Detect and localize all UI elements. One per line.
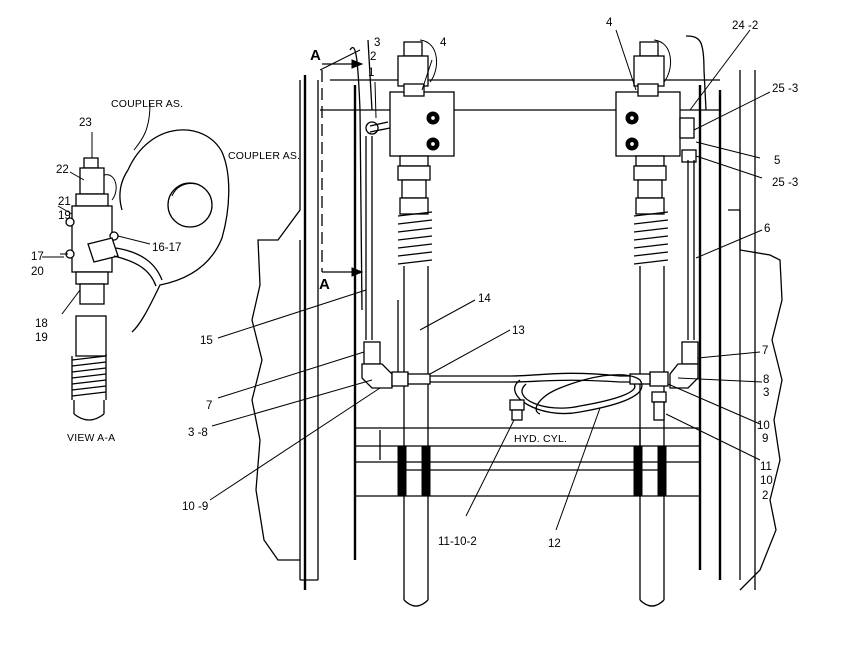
callout-3-right: 3 xyxy=(763,387,769,399)
callout-19b: 19 xyxy=(35,332,48,344)
callout-16-17: 16-17 xyxy=(152,242,181,254)
fitting-7-left xyxy=(363,341,381,365)
elbow-fitting xyxy=(87,237,119,263)
view-title: VIEW A-A xyxy=(67,432,115,444)
callout-25-3-top: 25 -3 xyxy=(772,83,798,95)
valve-nut xyxy=(75,193,109,207)
callout-2-right: 2 xyxy=(762,490,768,502)
callout-15: 15 xyxy=(200,335,213,347)
callout-11: 11 xyxy=(760,461,772,473)
hose-ferrule xyxy=(75,315,107,357)
side-hose xyxy=(115,247,163,281)
callout-20: 20 xyxy=(31,266,44,278)
coupler-outline xyxy=(127,129,230,333)
hose-15 xyxy=(365,136,373,340)
coupler-bore xyxy=(167,182,213,228)
callout-12: 12 xyxy=(548,538,561,550)
right-valve-block xyxy=(615,91,681,157)
hose-12-loop xyxy=(514,374,643,415)
tee-right xyxy=(669,363,699,389)
callout-25-3-bottom: 25 -3 xyxy=(772,177,798,189)
section-mark-top: A xyxy=(310,47,321,64)
view-coupler-label: COUPLER AS. xyxy=(111,98,183,110)
callout-19: 19 xyxy=(58,210,71,222)
main-assembly: A A COUPLER AS. HYD. CYL. 3 2 1 4 4 24 -… xyxy=(182,17,798,607)
callout-2: 2 xyxy=(370,51,376,63)
callout-14: 14 xyxy=(478,293,491,305)
callout-10-right: 10 xyxy=(757,420,770,432)
valve-cap xyxy=(83,157,99,169)
callout-3: 3 xyxy=(374,37,380,49)
valve-solenoid xyxy=(79,167,105,195)
callout-18: 18 xyxy=(35,318,48,330)
hose-6 xyxy=(687,160,695,340)
callout-7-right: 7 xyxy=(762,345,768,357)
section-mark-bottom: A xyxy=(319,276,330,293)
callout-7-left: 7 xyxy=(206,400,212,412)
callout-22: 22 xyxy=(56,164,69,176)
left-cylinder xyxy=(365,39,455,607)
callout-6: 6 xyxy=(764,223,770,235)
callout-3-8: 3 -8 xyxy=(188,427,208,439)
callout-11-10-2: 11-10-2 xyxy=(438,536,477,548)
callout-8: 8 xyxy=(763,374,769,386)
frame-right-outline xyxy=(739,70,783,591)
hose-13 xyxy=(430,372,630,377)
left-valve-block xyxy=(389,91,455,157)
callout-4-left: 4 xyxy=(440,37,447,49)
view-a-a: VIEW A-A COUPLER AS. 23 22 21 19 17 20 1… xyxy=(31,98,230,444)
callout-5: 5 xyxy=(774,155,780,167)
spring-guard xyxy=(71,354,107,400)
callout-23: 23 xyxy=(79,117,92,129)
callout-24-2: 24 -2 xyxy=(732,20,758,32)
frame-left-outline xyxy=(251,80,301,561)
cross-member-low xyxy=(355,461,700,497)
callout-9: 9 xyxy=(762,433,768,445)
callout-10-right-lower: 10 xyxy=(760,475,773,487)
callout-4-right: 4 xyxy=(606,17,613,29)
callout-17: 17 xyxy=(31,251,44,263)
hyd-cyl-label: HYD. CYL. xyxy=(514,433,567,445)
callout-1: 1 xyxy=(368,67,374,79)
tee-left xyxy=(361,363,393,389)
callout-13: 13 xyxy=(512,325,525,337)
callout-10-9: 10 -9 xyxy=(182,501,208,513)
callout-21: 21 xyxy=(58,196,71,208)
fitting-7-right xyxy=(681,341,699,365)
right-cylinder xyxy=(615,39,697,607)
main-coupler-label: COUPLER AS. xyxy=(228,150,300,162)
